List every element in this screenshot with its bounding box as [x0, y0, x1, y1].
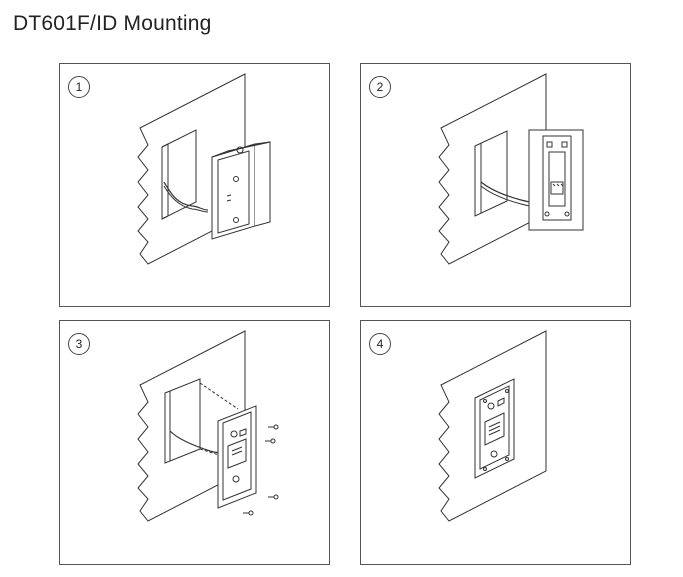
- step-2-illustration: [438, 73, 584, 265]
- screws: [243, 424, 279, 516]
- front-panel: [217, 405, 257, 509]
- step-number-badge: 3: [68, 333, 90, 355]
- wall-recess: [161, 129, 197, 220]
- rear-panel: [528, 129, 584, 231]
- step-1-panel: 1: [59, 63, 330, 307]
- step-3-illustration: [137, 330, 279, 522]
- wall-recess: [474, 130, 508, 217]
- wall: [438, 73, 547, 265]
- step-number-badge: 1: [68, 76, 90, 98]
- step-3-panel: 3: [59, 320, 330, 565]
- step-number-badge: 2: [369, 76, 391, 98]
- step-number-badge: 4: [369, 333, 391, 355]
- step-4-panel: 4: [360, 320, 631, 565]
- page-title: DT601F/ID Mounting: [13, 12, 212, 35]
- step-1-illustration: [137, 73, 271, 265]
- step-2-panel: 2: [360, 63, 631, 307]
- cable: [163, 181, 209, 211]
- step-4-illustration: [438, 330, 547, 522]
